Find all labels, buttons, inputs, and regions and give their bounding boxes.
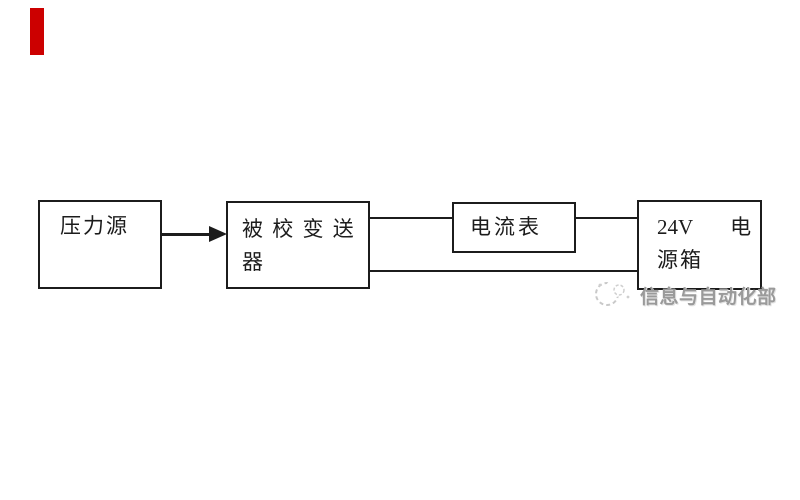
red-marker [30, 8, 44, 55]
node-label-24v: 24V [657, 215, 694, 239]
node-label: 压力源 [60, 214, 129, 238]
arrowhead-icon [209, 226, 227, 242]
node-label: 电流表 [470, 215, 542, 239]
node-label-line2: 源箱 [657, 248, 703, 272]
connector-ammeter-to-power-box [575, 217, 638, 219]
connector-transmitter-to-power-box [370, 270, 638, 272]
node-label-line1: 24V 电 [657, 211, 760, 244]
crescent-moon-icon [595, 279, 630, 306]
node-label-line1: 被 校 变 送 [242, 217, 356, 241]
node-pressure-source: 压力源 [38, 200, 162, 289]
node-power-supply-box: 24V 电 源箱 [637, 200, 762, 290]
node-label-line2: 器 [242, 250, 265, 274]
connector-transmitter-to-ammeter [370, 217, 453, 219]
watermark-text: 信息与自动化部 [640, 287, 777, 308]
node-label-dian: 电 [730, 215, 752, 239]
connector-pressure-to-transmitter [162, 233, 210, 236]
node-ammeter: 电流表 [452, 202, 576, 253]
node-calibrated-transmitter: 被 校 变 送 器 [226, 201, 370, 289]
